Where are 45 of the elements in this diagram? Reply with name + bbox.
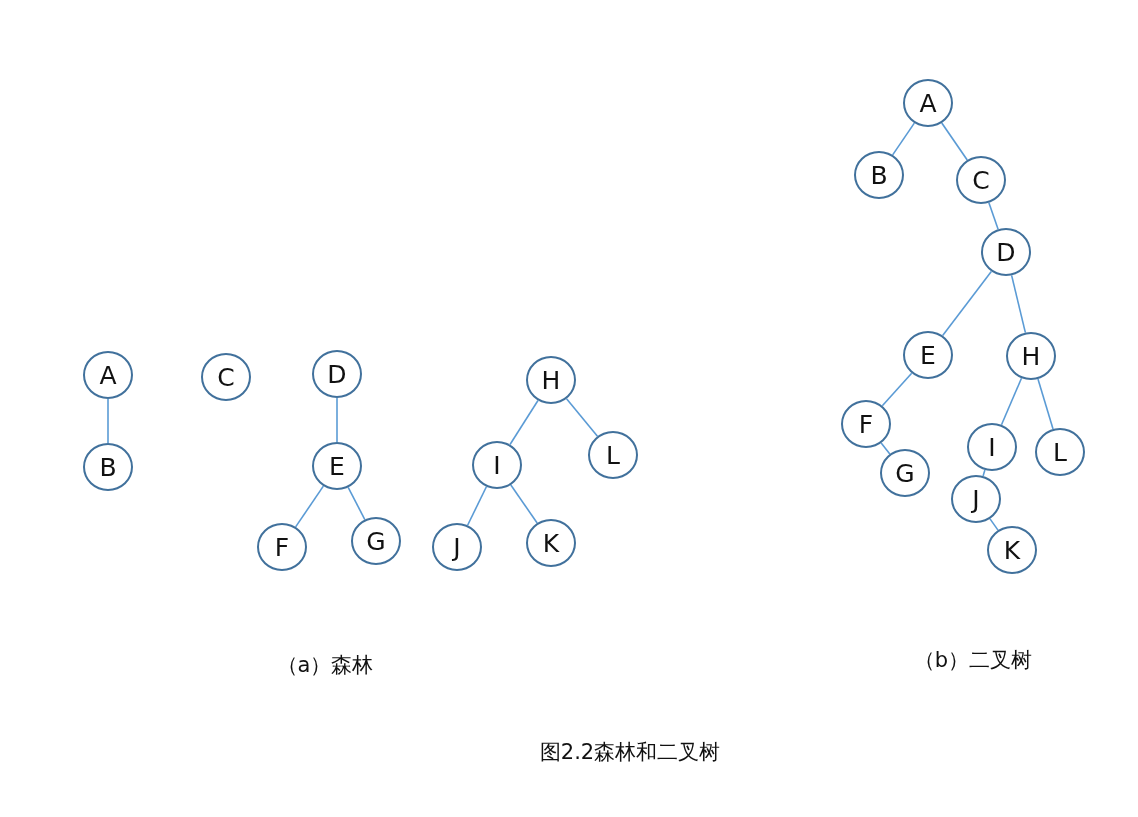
tree-node-circle: F [841, 400, 891, 448]
tree-node-circle: B [83, 443, 133, 491]
tree-node-circle: D [312, 350, 362, 398]
edge-line [1037, 378, 1054, 430]
tree-node-circle: L [1035, 428, 1085, 476]
tree-node-circle: G [351, 517, 401, 565]
edge-line [988, 201, 999, 231]
edge-line [565, 398, 599, 437]
tree-node-circle: A [83, 351, 133, 399]
edge-line [466, 485, 488, 527]
tree-node-circle: E [312, 442, 362, 490]
edge-line [510, 484, 538, 524]
tree-node-circle: I [472, 441, 522, 489]
edge-line [107, 398, 109, 444]
edge-line [891, 122, 916, 156]
tree-node-circle: K [526, 519, 576, 567]
edge-line [941, 122, 968, 161]
tree-node-circle: C [201, 353, 251, 401]
tree-node-circle: B [854, 151, 904, 199]
figure-caption: 图2.2森林和二叉树 [539, 739, 721, 766]
tree-node-circle: L [588, 431, 638, 479]
tree-node-circle: I [967, 423, 1017, 471]
edge-line [989, 518, 999, 531]
tree-node-circle: H [1006, 332, 1056, 380]
edge-line [336, 397, 338, 443]
edge-line [1010, 274, 1027, 334]
edge-line [1000, 377, 1023, 426]
tree-node-circle: F [257, 523, 307, 571]
tree-node-circle: D [981, 228, 1031, 276]
edge-line [881, 372, 913, 407]
tree-node-circle: K [987, 526, 1037, 574]
subfigure-label: （a）森林 [276, 652, 374, 679]
tree-node-circle: J [951, 475, 1001, 523]
edge-line [941, 270, 993, 337]
tree-node-circle: G [880, 449, 930, 497]
tree-node-circle: J [432, 523, 482, 571]
subfigure-label: （b）二叉树 [913, 647, 1033, 674]
tree-node-circle: E [903, 331, 953, 379]
tree-node-circle: C [956, 156, 1006, 204]
edge-line [509, 399, 539, 446]
edge-line [347, 486, 366, 521]
edge-line [880, 442, 891, 455]
tree-node-circle: A [903, 79, 953, 127]
tree-node-circle: H [526, 356, 576, 404]
edge-line [294, 485, 325, 528]
